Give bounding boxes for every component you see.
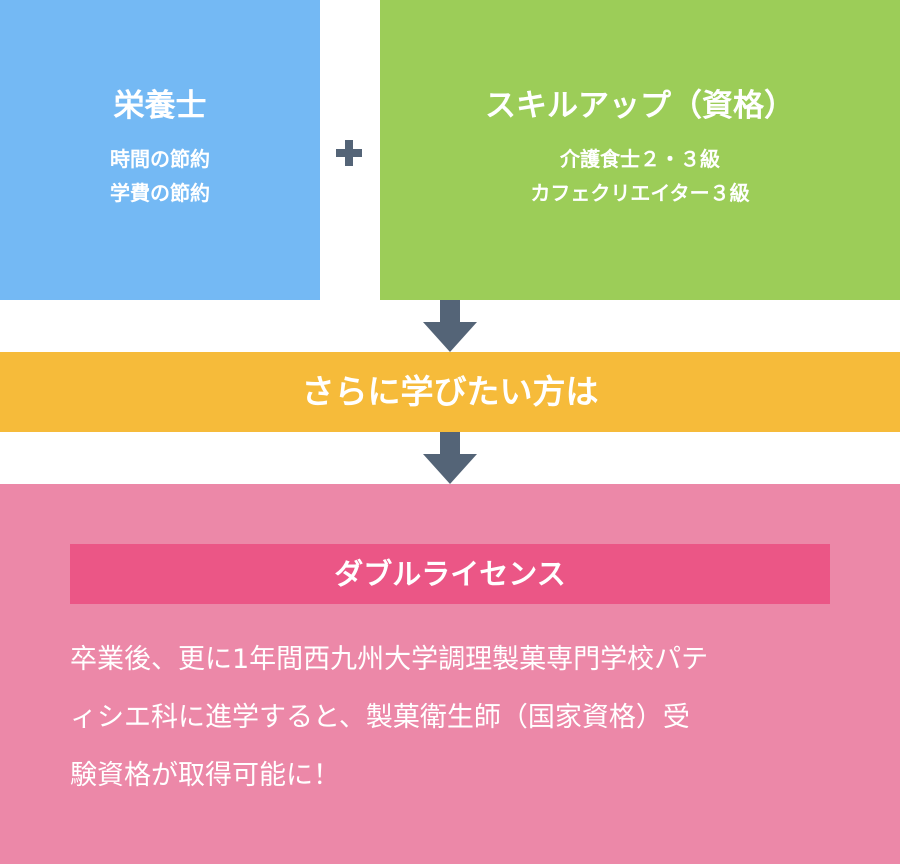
skillup-qualifications: 介護食士２・３級 カフェクリエイター３級	[380, 142, 900, 210]
nutritionist-benefits: 時間の節約 学費の節約	[0, 142, 320, 210]
benefit-tuition: 学費の節約	[110, 181, 210, 205]
description-line: 験資格が取得可能に！	[70, 760, 340, 791]
benefit-time: 時間の節約	[110, 147, 210, 171]
description-line: 卒業後、更に1年間西九州大学調理製菓専門学校パテ	[70, 644, 709, 675]
plus-icon	[334, 138, 364, 168]
double-license-section: ダブルライセンス 卒業後、更に1年間西九州大学調理製菓専門学校パテ ィシエ科に進…	[0, 484, 900, 864]
arrow-down-icon	[423, 432, 477, 484]
qualification-cafe-creator: カフェクリエイター３級	[530, 181, 750, 205]
description-line: ィシエ科に進学すると、製菓衛生師（国家資格）受	[70, 702, 690, 733]
double-license-description: 卒業後、更に1年間西九州大学調理製菓専門学校パテ ィシエ科に進学すると、製菓衛生…	[70, 631, 840, 805]
skillup-title: スキルアップ（資格）	[485, 88, 795, 124]
arrow-down-icon	[423, 300, 477, 352]
double-license-banner: ダブルライセンス	[70, 544, 830, 604]
nutritionist-box: 栄養士 時間の節約 学費の節約	[0, 0, 320, 300]
qualification-care-food: 介護食士２・３級	[560, 147, 720, 171]
skillup-box: スキルアップ（資格） 介護食士２・３級 カフェクリエイター３級	[380, 0, 900, 300]
nutritionist-title: 栄養士	[113, 88, 207, 124]
further-study-bar: さらに学びたい方は	[0, 352, 900, 432]
